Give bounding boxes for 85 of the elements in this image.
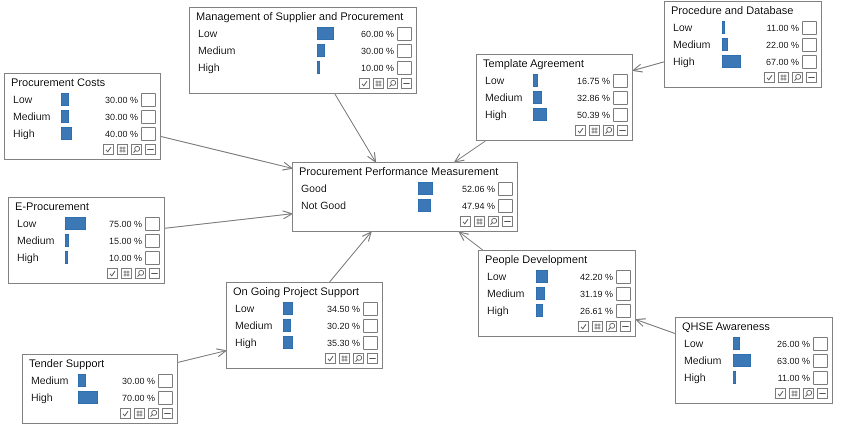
probability-value: 30.00 % (104, 112, 138, 122)
state-label: Good (300, 182, 327, 194)
probability-value: 30.20 % (326, 320, 360, 330)
arrow (164, 210, 293, 229)
node-title: On Going Project Support (233, 285, 359, 300)
probability-value: 10.00 % (360, 62, 394, 72)
state-label: High (683, 372, 706, 384)
probability-value: 50.39 % (576, 110, 610, 120)
state-label: Low (197, 28, 218, 40)
state-label: Low (484, 74, 504, 86)
probability-value: 67.00 % (766, 56, 799, 66)
node-panel (675, 317, 833, 404)
probability-value: 30.00 % (122, 376, 155, 386)
node-title: Tender Support (29, 357, 104, 372)
state-label: Low (486, 270, 506, 282)
arrow (160, 136, 293, 171)
node-title: E-Procurement (15, 200, 89, 215)
node-panel (8, 197, 165, 284)
state-label: High (672, 56, 695, 68)
state-label: Low (234, 302, 254, 314)
arrow (454, 140, 486, 163)
state-label: Medium (484, 92, 522, 104)
state-label: Medium (672, 38, 710, 50)
state-label: Medium (12, 110, 50, 122)
arrow (334, 94, 376, 163)
probability-value: 75.00 % (108, 218, 142, 228)
arrow (178, 348, 227, 363)
probability-value: 15.00 % (108, 236, 142, 246)
probability-value: 52.06 % (462, 184, 495, 194)
state-label: High (30, 392, 53, 404)
state-label: Low (683, 338, 704, 350)
arrow (632, 61, 664, 72)
probability-value: 11.00 % (778, 372, 810, 382)
probability-value: 60.00 % (360, 28, 394, 38)
node-panel (664, 1, 822, 88)
state-label: Medium (486, 288, 524, 300)
node-panel (22, 354, 178, 424)
state-label: High (197, 62, 220, 74)
probability-value: 34.50 % (326, 304, 360, 314)
probability-value: 63.00 % (776, 356, 810, 366)
probability-value: 70.00 % (122, 392, 155, 402)
probability-value: 31.19 % (580, 288, 613, 298)
node-panel (478, 250, 636, 337)
state-label: Medium (30, 374, 68, 386)
state-label: Low (672, 22, 692, 34)
probability-value: 26.61 % (580, 306, 613, 316)
state-label: High (484, 108, 507, 120)
state-label: Low (12, 94, 32, 106)
state-label: Medium (234, 320, 272, 332)
state-label: High (12, 128, 35, 140)
node-panel (226, 282, 383, 369)
state-label: Medium (197, 44, 236, 56)
probability-value: 47.94 % (462, 200, 495, 210)
node-panel (4, 73, 161, 160)
state-label: High (234, 336, 257, 348)
arrow (458, 231, 484, 250)
node-title: Template Agreement (483, 57, 584, 72)
state-label: Low (16, 218, 36, 230)
arrow (329, 231, 372, 282)
arrow (635, 318, 676, 334)
probability-value: 42.20 % (580, 272, 613, 282)
node-panel (189, 7, 417, 94)
state-label: High (486, 304, 509, 316)
state-label: Medium (16, 234, 54, 246)
state-label: Not Good (300, 200, 346, 212)
probability-value: 10.00 % (108, 252, 142, 262)
node-title: People Development (485, 253, 588, 268)
probability-value: 40.00 % (104, 128, 138, 138)
state-label: High (16, 252, 39, 264)
node-panel (292, 162, 518, 232)
probability-value: 11.00 % (766, 22, 799, 32)
node-title: Procurement Performance Measurement (299, 165, 498, 180)
state-label: Medium (683, 354, 722, 366)
node-title: Procurement Costs (11, 76, 106, 91)
node-panel (476, 54, 633, 141)
probability-value: 35.30 % (326, 338, 360, 348)
node-title: Procedure and Database (671, 4, 794, 19)
probability-value: 26.00 % (776, 338, 810, 348)
node-title: Management of Supplier and Procurement (196, 10, 404, 25)
probability-value: 16.75 % (576, 76, 610, 86)
probability-value: 30.00 % (104, 94, 138, 104)
probability-value: 30.00 % (360, 46, 394, 56)
probability-value: 32.86 % (576, 92, 610, 102)
probability-value: 22.00 % (766, 40, 799, 50)
node-title: QHSE Awareness (682, 320, 770, 335)
